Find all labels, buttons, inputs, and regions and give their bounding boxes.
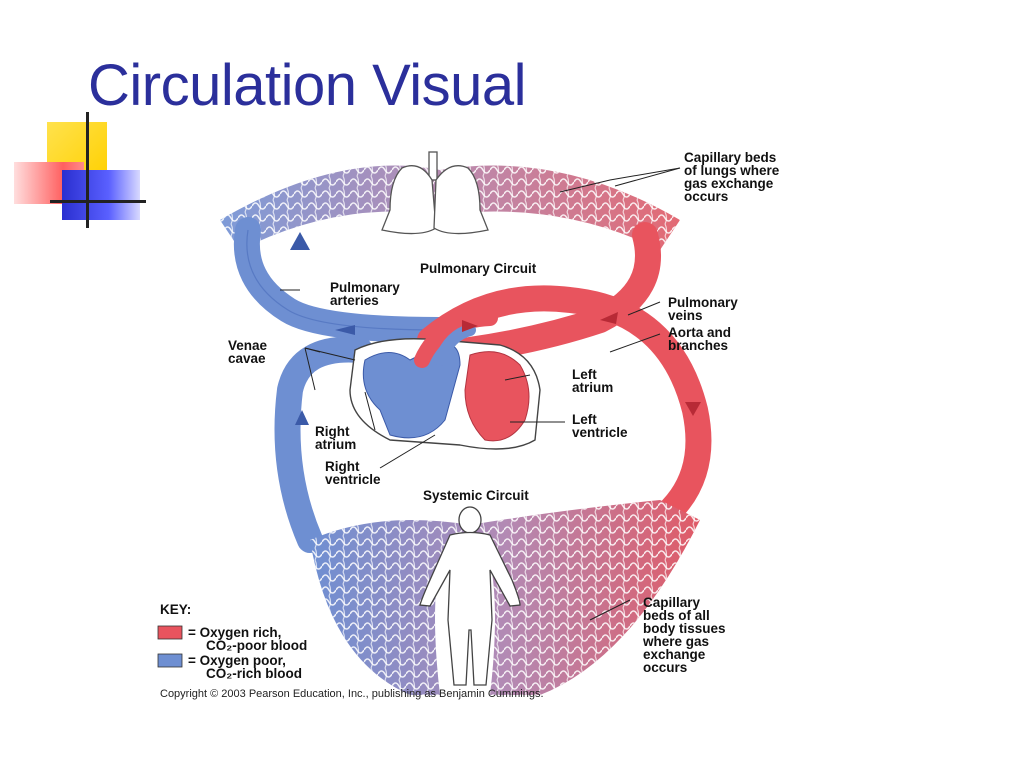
label-cap-body-5: exchange <box>643 647 706 662</box>
decor-horizontal-line <box>50 200 146 203</box>
flow-arrows-red <box>462 312 701 416</box>
key-swatch-oxygen-rich <box>157 625 183 640</box>
flow-arrows <box>290 232 355 425</box>
label-left-ventricle-1: Left <box>572 412 597 427</box>
key-oxygen-rich-2: CO₂-poor blood <box>206 638 307 653</box>
slide-title: Circulation Visual <box>88 53 527 118</box>
label-left-ventricle-2: ventricle <box>572 425 628 440</box>
svg-text:= Oxygen poor,CO₂-rich blood: = Oxygen poor,CO₂-rich blood <box>188 653 302 681</box>
aorta-vessel <box>417 285 712 533</box>
label-systemic-circuit: Systemic Circuit <box>423 488 529 503</box>
key-swatch-oxygen-poor <box>157 653 183 668</box>
left-heart-chambers <box>464 351 530 442</box>
svg-text:= Oxygen rich,CO₂-poor blood: = Oxygen rich,CO₂-poor blood <box>188 625 307 653</box>
decor-vertical-line <box>86 112 89 228</box>
label-right-ventricle-1: Right <box>325 459 360 474</box>
label-cap-body-6: occurs <box>643 660 687 675</box>
label-right-atrium-1: Right <box>315 424 350 439</box>
decor-blue-square <box>62 170 140 220</box>
label-cap-body-3: body tissues <box>643 621 726 636</box>
key-oxygen-rich-1: = Oxygen rich, <box>188 625 281 640</box>
label-venae-cavae-2: cavae <box>228 351 266 366</box>
label-aorta-2: branches <box>668 338 728 353</box>
leader-lines <box>280 167 681 621</box>
label-pulmonary-veins-2: veins <box>668 308 703 323</box>
label-cap-body-4: where gas <box>642 634 709 649</box>
label-cap-lungs-2: of lungs where <box>684 163 780 178</box>
label-pulmonary-veins-1: Pulmonary <box>668 295 738 310</box>
key-oxygen-poor-1: = Oxygen poor, <box>188 653 286 668</box>
right-heart-chambers <box>362 343 461 439</box>
label-right-ventricle-2: ventricle <box>325 472 381 487</box>
key-oxygen-poor-2: CO₂-rich blood <box>206 666 302 681</box>
label-right-atrium-2: atrium <box>315 437 356 452</box>
label-left-atrium-2: atrium <box>572 380 613 395</box>
human-figure <box>419 506 521 686</box>
label-cap-body-1: Capillary <box>643 595 701 610</box>
pulmonary-vein-vessel <box>457 222 661 363</box>
label-aorta-1: Aorta and <box>668 325 731 340</box>
legend-key: KEY: = Oxygen rich,CO₂-poor blood = Oxyg… <box>157 602 307 681</box>
label-pulmonary-arteries-1: Pulmonary <box>330 280 400 295</box>
key-title: KEY: <box>160 602 191 617</box>
label-pulmonary-arteries-2: arteries <box>330 293 379 308</box>
label-cap-body-2: beds of all <box>643 608 710 623</box>
lungs <box>381 151 489 235</box>
label-cap-lungs-1: Capillary beds <box>684 150 776 165</box>
label-left-atrium-1: Left <box>572 367 597 382</box>
label-cap-lungs-4: occurs <box>684 189 728 204</box>
label-venae-cavae-1: Venae <box>228 338 268 353</box>
copyright-text: Copyright © 2003 Pearson Education, Inc.… <box>160 688 544 700</box>
label-pulmonary-circuit: Pulmonary Circuit <box>420 261 537 276</box>
label-cap-lungs-3: gas exchange <box>684 176 774 191</box>
